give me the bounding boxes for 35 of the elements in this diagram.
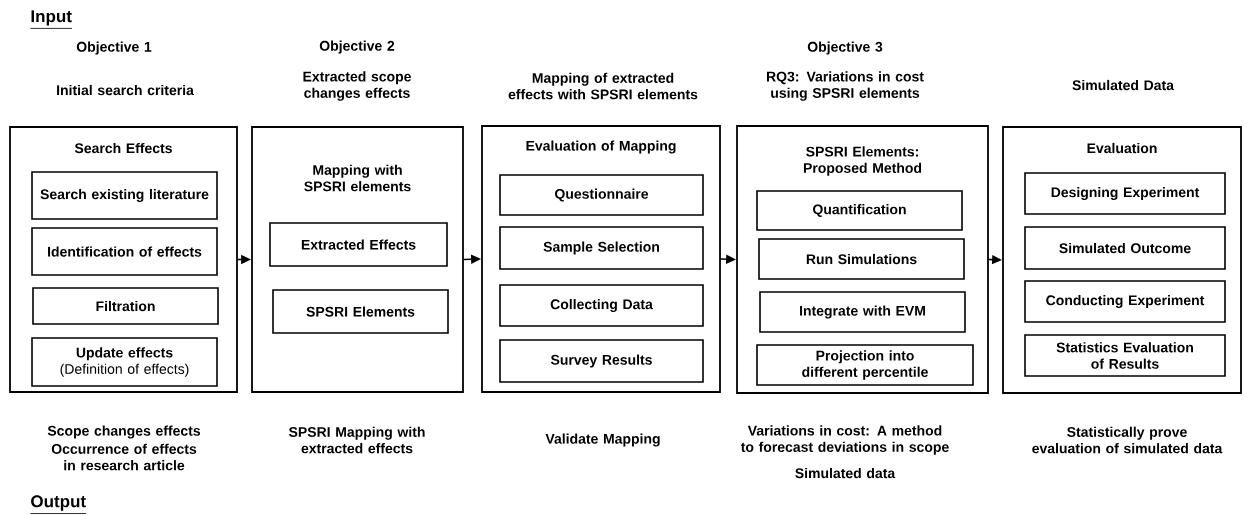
step-box: Run Simulations [758, 238, 965, 280]
column-label: Statistically prove evaluation of simulated data [1032, 426, 1223, 454]
column-label: Initial search criteria [57, 84, 194, 96]
step-box: Sample Selection [499, 226, 704, 270]
step-box: Collecting Data [499, 284, 704, 327]
step-box: SPSRI Elements [272, 289, 449, 334]
step-box: Questionnaire [499, 174, 704, 216]
step-box: Projection into different percentile [756, 344, 974, 386]
column-label: Extracted scope changes effects [303, 71, 411, 101]
column-label: Occurrence of effects in research article [51, 443, 197, 471]
column-label: Validate Mapping [545, 433, 660, 447]
column-label: Simulated data [795, 467, 896, 479]
section-heading: Output [30, 495, 87, 514]
step-box: Conducting Experiment [1024, 280, 1226, 323]
column-label: Mapping of extracted effects with SPSRI elements [508, 72, 698, 100]
step-box: Integrate with EVM [759, 291, 966, 333]
step-box: Statistics Evaluation of Results [1024, 334, 1226, 377]
column-label: Objective 3 [807, 41, 883, 55]
step-box: Designing Experiment [1024, 172, 1226, 215]
column-label: Objective 2 [319, 40, 395, 54]
step-box: Identification of effects [31, 227, 218, 276]
column-label: Objective 1 [76, 41, 152, 55]
step-box: Survey Results [499, 339, 704, 383]
step-box: Simulated Outcome [1024, 226, 1226, 270]
section-heading: Input [30, 10, 73, 29]
step-box: Search existing literature [31, 171, 218, 220]
step-box: Extracted Effects [269, 222, 448, 267]
column-label: Scope changes effects [47, 425, 201, 439]
step-box: Filtration [32, 287, 219, 325]
column-label: Simulated Data [1072, 79, 1175, 91]
column-label: SPSRI Mapping with extracted effects [288, 426, 425, 454]
step-box: Update effects (Definition of effects) [31, 337, 218, 387]
step-box: Quantification [756, 190, 963, 231]
column-label: Variations in cost: A method to forecast deviations in scope [740, 425, 949, 455]
column-label: RQ3: Variations in cost using SPSRI elements [767, 71, 924, 101]
